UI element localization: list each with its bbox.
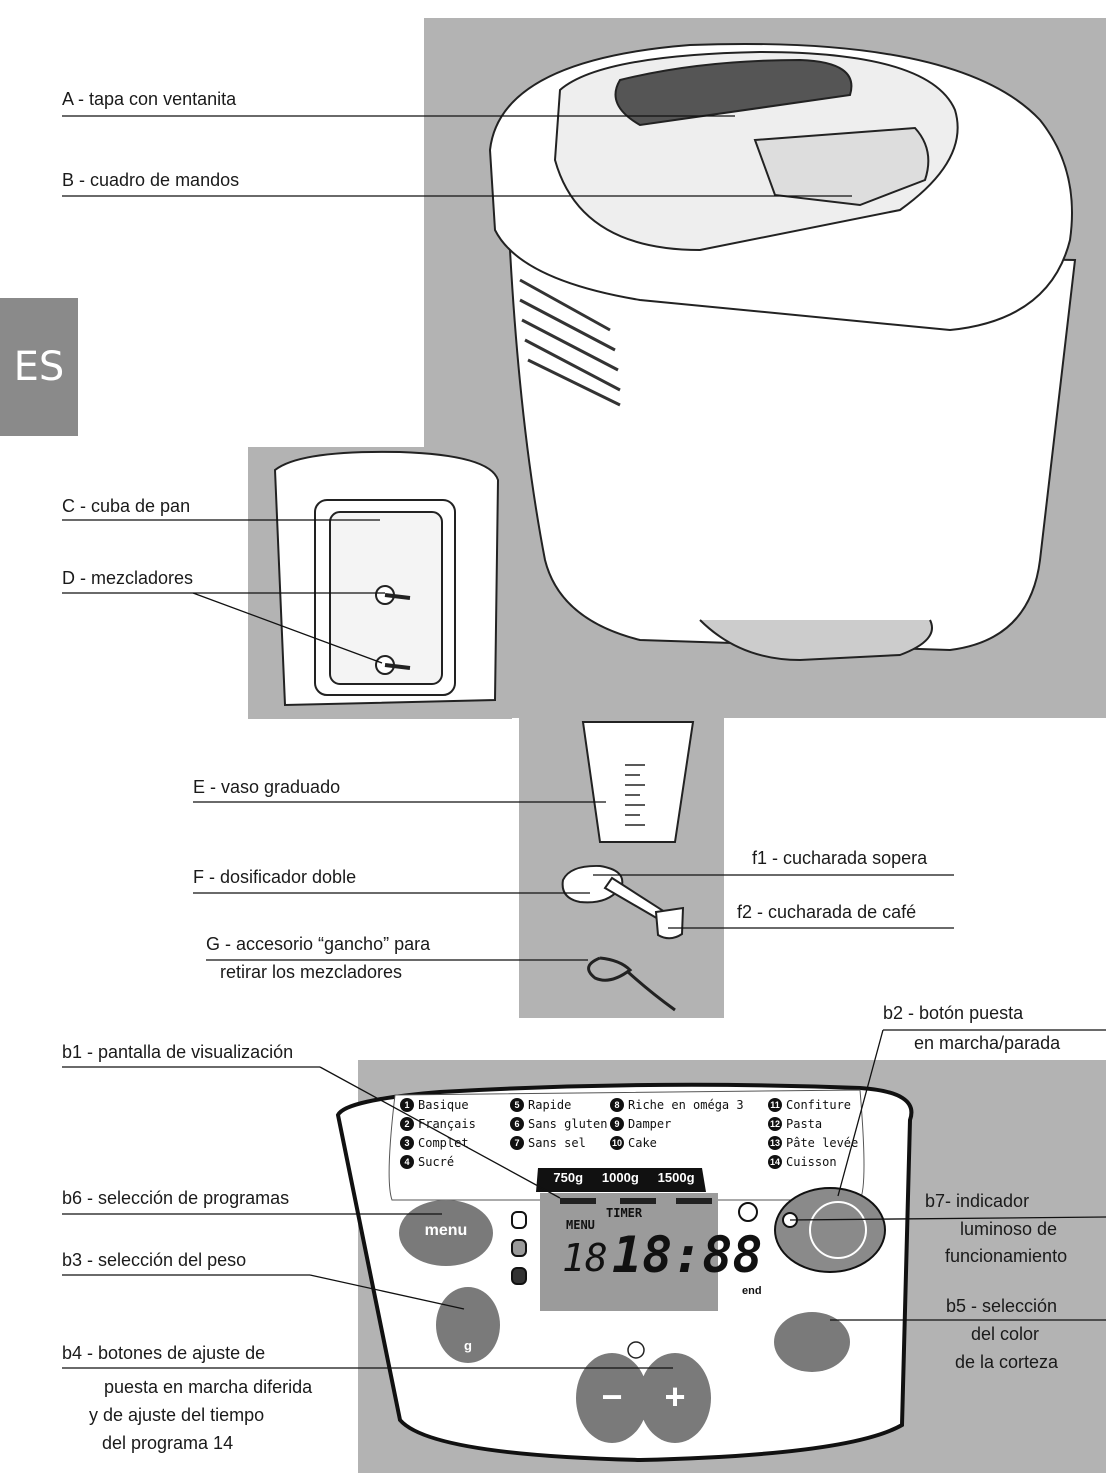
program-number-badge: 9 bbox=[610, 1117, 624, 1131]
program-name: Basique bbox=[418, 1098, 469, 1112]
program-number-badge: 5 bbox=[510, 1098, 524, 1112]
program-number-badge: 14 bbox=[768, 1155, 782, 1169]
label-double-spoon: F - dosificador doble bbox=[193, 867, 357, 887]
program-item: 13 Pâte levée bbox=[768, 1136, 858, 1150]
label-delay-line1: b4 - botones de ajuste de bbox=[62, 1343, 266, 1363]
program-number-badge: 13 bbox=[768, 1136, 782, 1150]
control-panel-illustration bbox=[335, 1082, 914, 1463]
label-lid-window: A - tapa con ventanita bbox=[62, 89, 237, 109]
program-name: Riche en oméga 3 bbox=[628, 1098, 744, 1112]
label-delay-line3: y de ajuste del tiempo bbox=[89, 1405, 265, 1425]
program-name: Sucré bbox=[418, 1155, 455, 1169]
program-name: Sans sel bbox=[528, 1136, 586, 1150]
program-item: 7 Sans sel bbox=[510, 1136, 586, 1150]
label-tablespoon: f1 - cucharada sopera bbox=[752, 848, 928, 868]
plus-button[interactable]: + bbox=[664, 1376, 686, 1417]
program-number-badge: 7 bbox=[510, 1136, 524, 1150]
crust-color-button[interactable] bbox=[780, 1315, 844, 1367]
label-teaspoon: f2 - cucharada de café bbox=[737, 902, 917, 922]
program-number-badge: 12 bbox=[768, 1117, 782, 1131]
lcd-menu-text: MENU bbox=[566, 1218, 595, 1232]
lcd-timer-text: TIMER bbox=[606, 1206, 643, 1220]
program-name: Sans gluten bbox=[528, 1117, 608, 1131]
menu-button[interactable]: menu bbox=[424, 1222, 468, 1239]
label-start-stop-line2: en marcha/parada bbox=[914, 1033, 1061, 1053]
label-indicator-line2: luminoso de bbox=[960, 1219, 1058, 1239]
lcd-end-text: end bbox=[742, 1285, 762, 1297]
label-crust-line3: de la corteza bbox=[955, 1352, 1059, 1372]
program-item: 11 Confiture bbox=[768, 1098, 851, 1112]
program-item: 5 Rapide bbox=[510, 1098, 571, 1112]
program-name: Confiture bbox=[786, 1098, 852, 1112]
program-item: 8 Riche en oméga 3 bbox=[610, 1098, 744, 1112]
program-item: 14 Cuisson bbox=[768, 1155, 837, 1169]
label-program-select: b6 - selección de programas bbox=[62, 1188, 290, 1208]
label-indicator-line1: b7- indicador bbox=[925, 1191, 1030, 1211]
weight-750: 750g bbox=[553, 1170, 584, 1185]
lcd-display bbox=[540, 1193, 718, 1311]
program-name: Cake bbox=[628, 1136, 657, 1150]
bread-pan bbox=[273, 450, 500, 707]
weight-button[interactable]: g bbox=[464, 1338, 472, 1353]
program-item: 1 Basique bbox=[400, 1098, 469, 1112]
minus-button[interactable]: − bbox=[601, 1376, 623, 1417]
program-number-badge: 4 bbox=[400, 1155, 414, 1169]
program-item: 10 Cake bbox=[610, 1136, 657, 1150]
program-item: 2 Français bbox=[400, 1117, 476, 1131]
label-weight-select: b3 - selección del peso bbox=[62, 1250, 247, 1270]
label-control-panel: B - cuadro de mandos bbox=[62, 170, 240, 190]
label-delay-line2: puesta en marcha diferida bbox=[104, 1377, 313, 1397]
label-crust-line1: b5 - selección bbox=[946, 1296, 1058, 1316]
program-number-badge: 11 bbox=[768, 1098, 782, 1112]
label-start-stop-line1: b2 - botón puesta bbox=[883, 1003, 1024, 1023]
program-name: Pâte levée bbox=[786, 1136, 859, 1150]
bread-machine bbox=[488, 42, 1077, 662]
program-item: 9 Damper bbox=[610, 1117, 671, 1131]
program-name: Damper bbox=[628, 1117, 672, 1131]
label-measuring-cup: E - vaso graduado bbox=[193, 777, 341, 797]
weight-1000: 1000g bbox=[601, 1170, 639, 1185]
label-mixers: D - mezcladores bbox=[62, 568, 194, 588]
label-bread-pan: C - cuba de pan bbox=[62, 496, 191, 516]
program-name: Français bbox=[418, 1117, 476, 1131]
lcd-program-digits: 18 bbox=[562, 1236, 608, 1280]
language-tab: ES bbox=[0, 298, 78, 436]
program-item: 3 Complet bbox=[400, 1136, 469, 1150]
program-number-badge: 1 bbox=[400, 1098, 414, 1112]
program-number-badge: 3 bbox=[400, 1136, 414, 1150]
leader-lines bbox=[62, 115, 1106, 1369]
label-hook-line1: G - accesorio “gancho” para bbox=[206, 934, 431, 954]
weight-banner: 750g 1000g 1500g bbox=[544, 1170, 704, 1185]
lcd-time-digits: 18:88 bbox=[612, 1226, 763, 1284]
program-name: Pasta bbox=[786, 1117, 823, 1131]
program-number-badge: 2 bbox=[400, 1117, 414, 1131]
label-display-screen: b1 - pantalla de visualización bbox=[62, 1042, 294, 1062]
label-crust-line2: del color bbox=[971, 1324, 1040, 1344]
label-indicator-line3: funcionamiento bbox=[945, 1246, 1068, 1266]
program-name: Rapide bbox=[528, 1098, 572, 1112]
weight-1500: 1500g bbox=[657, 1170, 695, 1185]
start-stop-button[interactable] bbox=[796, 1213, 876, 1249]
measuring-cup bbox=[581, 721, 695, 843]
program-name: Complet bbox=[418, 1136, 469, 1150]
program-item: 4 Sucré bbox=[400, 1155, 454, 1169]
program-number-badge: 8 bbox=[610, 1098, 624, 1112]
label-delay-line4: del programa 14 bbox=[102, 1433, 234, 1453]
program-number-badge: 10 bbox=[610, 1136, 624, 1150]
program-number-badge: 6 bbox=[510, 1117, 524, 1131]
program-item: 6 Sans gluten bbox=[510, 1117, 607, 1131]
hook-accessory bbox=[587, 956, 676, 1012]
program-item: 12 Pasta bbox=[768, 1117, 822, 1131]
label-hook-line2: retirar los mezcladores bbox=[220, 962, 403, 982]
program-name: Cuisson bbox=[786, 1155, 837, 1169]
